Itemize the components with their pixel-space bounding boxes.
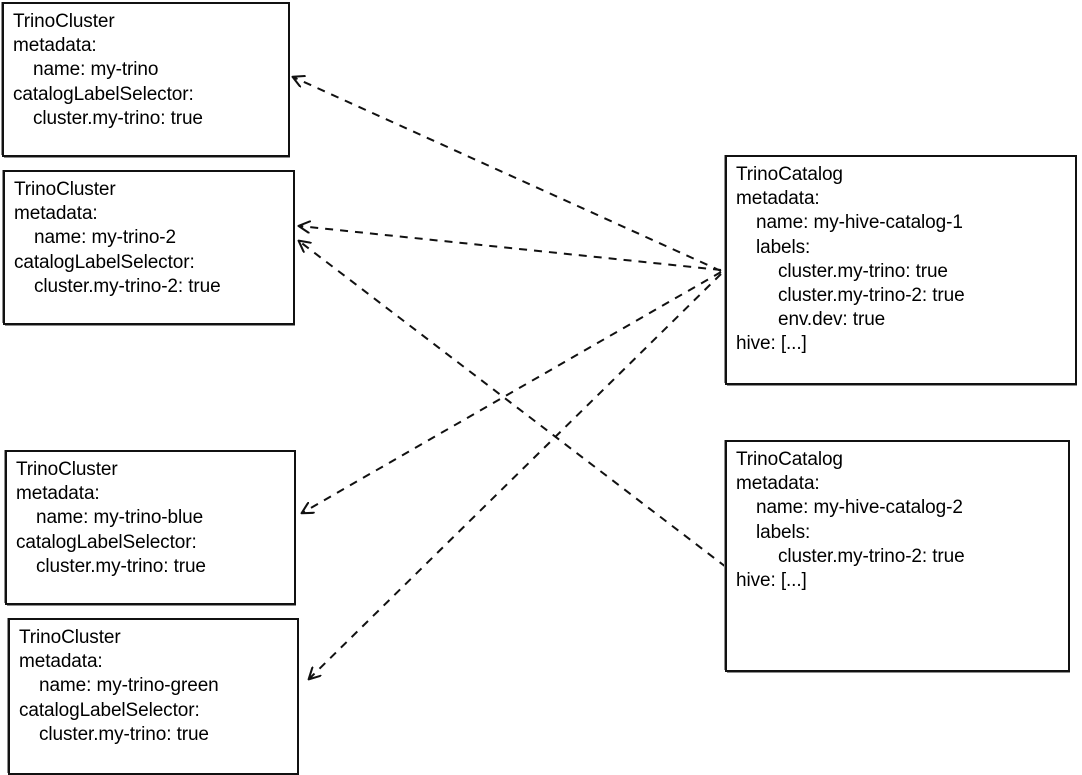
node-kind: TrinoCluster	[16, 459, 118, 480]
label-entry: cluster.my-trino-2: true	[778, 285, 965, 307]
connector-key: hive: [...]	[736, 570, 807, 592]
catalog-label-selector-key: catalogLabelSelector:	[19, 699, 200, 721]
catalog-label-selector-key: catalogLabelSelector:	[14, 251, 195, 273]
catalog-label-selector-entry: cluster.my-trino: true	[39, 723, 209, 745]
node-kind: TrinoCatalog	[736, 164, 843, 185]
node-kind: TrinoCluster	[13, 11, 115, 32]
node-kind: TrinoCatalog	[736, 449, 843, 470]
metadata-key: metadata:	[16, 483, 100, 505]
trino-cluster-my-trino-green[interactable]: TrinoCluster metadata: name: my-trino-gr…	[8, 618, 299, 775]
trino-cluster-my-trino-2[interactable]: TrinoCluster metadata: name: my-trino-2 …	[3, 170, 295, 325]
metadata-key: metadata:	[736, 473, 820, 495]
labels-key: labels:	[756, 236, 811, 258]
catalog-label-selector-entry: cluster.my-trino-2: true	[34, 275, 221, 297]
label-entry: env.dev: true	[778, 309, 886, 331]
catalog-label-selector-entry: cluster.my-trino: true	[33, 107, 203, 129]
metadata-name: name: my-trino-green	[39, 675, 219, 697]
node-kind: TrinoCluster	[14, 179, 116, 200]
trino-cluster-my-trino-blue[interactable]: TrinoCluster metadata: name: my-trino-bl…	[5, 450, 296, 605]
catalog-label-selector-entry: cluster.my-trino: true	[36, 555, 206, 577]
catalog-label-selector-key: catalogLabelSelector:	[16, 531, 197, 553]
metadata-key: metadata:	[13, 35, 97, 57]
metadata-key: metadata:	[736, 188, 820, 210]
metadata-name: name: my-hive-catalog-2	[756, 497, 963, 519]
edge-catalog1-to-my-trino-2	[299, 226, 722, 271]
metadata-key: metadata:	[19, 651, 103, 673]
label-entry: cluster.my-trino: true	[778, 260, 948, 282]
metadata-name: name: my-trino	[33, 59, 159, 81]
trino-catalog-my-hive-catalog-2[interactable]: TrinoCatalog metadata: name: my-hive-cat…	[725, 440, 1070, 672]
catalog-label-selector-key: catalogLabelSelector:	[13, 83, 194, 105]
connector-key: hive: [...]	[736, 333, 807, 355]
metadata-key: metadata:	[14, 203, 98, 225]
trino-cluster-my-trino[interactable]: TrinoCluster metadata: name: my-trino ca…	[2, 2, 290, 157]
edge-catalog1-to-my-trino	[293, 77, 722, 272]
metadata-name: name: my-trino-2	[34, 227, 176, 249]
node-kind: TrinoCluster	[19, 627, 121, 648]
edge-catalog1-to-my-trino-blue	[302, 271, 722, 513]
metadata-name: name: my-trino-blue	[36, 507, 204, 529]
trino-catalog-my-hive-catalog-1[interactable]: TrinoCatalog metadata: name: my-hive-cat…	[725, 155, 1077, 385]
edge-catalog1-to-my-trino-green	[309, 273, 722, 679]
labels-key: labels:	[756, 521, 811, 543]
label-entry: cluster.my-trino-2: true	[778, 545, 965, 567]
metadata-name: name: my-hive-catalog-1	[756, 212, 963, 234]
edge-catalog2-to-my-trino-2	[299, 241, 727, 568]
